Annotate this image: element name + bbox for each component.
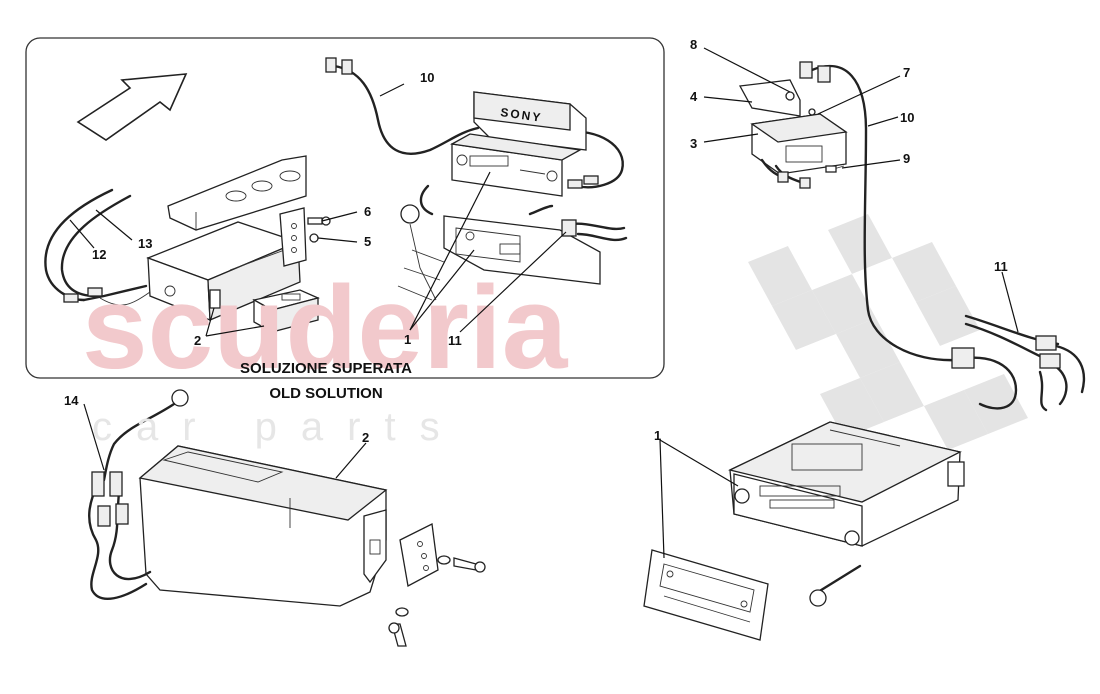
callout-inset-12: 12 [92, 247, 106, 262]
leader-lines [69, 47, 1019, 559]
sony-logo-text: SONY [500, 105, 544, 125]
detachable-front-panel [643, 549, 769, 641]
callout-right-10: 10 [900, 110, 914, 125]
inset-audio-cables [44, 188, 151, 306]
mounting-shelf [167, 155, 307, 231]
callout-right-9: 9 [903, 151, 910, 166]
callout-inset-11: 11 [448, 333, 462, 348]
caption-italian: SOLUZIONE SUPERATA [240, 360, 412, 377]
watermark-sub: car parts [92, 405, 464, 449]
callout-main-1: 1 [654, 428, 661, 443]
callout-right-8: 8 [690, 37, 697, 52]
caption-english: OLD SOLUTION [269, 385, 382, 402]
direction-arrow-icon [76, 73, 188, 141]
right-wiring-harness [799, 61, 1018, 410]
removal-key [809, 564, 862, 607]
inset-cd-magazine [252, 289, 320, 334]
cd-changer-main [138, 445, 388, 607]
cd-changer-bracket [388, 523, 486, 647]
callout-main-14: 14 [64, 393, 79, 408]
callout-inset-13: 13 [138, 236, 152, 251]
callout-right-4: 4 [690, 89, 698, 104]
sony-face-cover: SONY [473, 91, 587, 151]
callout-right-3: 3 [690, 136, 697, 151]
inset-cd-changer [146, 221, 301, 321]
inset-radio-unit [450, 133, 582, 197]
callout-numbers: 10 6 5 12 13 2 1 11 8 4 3 7 10 9 11 14 2… [64, 37, 1008, 445]
callout-right-11: 11 [994, 259, 1008, 274]
callout-inset-10: 10 [420, 70, 434, 85]
callout-inset-5: 5 [364, 234, 371, 249]
callout-right-7: 7 [903, 65, 910, 80]
callout-main-2: 2 [362, 430, 369, 445]
callout-inset-1: 1 [404, 332, 411, 347]
inset-side-bracket [279, 207, 331, 267]
callout-inset-2: 2 [194, 333, 201, 348]
right-connector-loom [964, 314, 1086, 412]
callout-inset-6: 6 [364, 204, 371, 219]
checkered-flag-watermark [748, 214, 1028, 466]
old-solution-panel [25, 37, 665, 379]
watermark-brand: scuderia [82, 262, 569, 394]
cd-changer-cable [88, 389, 189, 600]
head-unit-chassis [728, 421, 965, 547]
inset-wiring-harness [325, 57, 624, 189]
